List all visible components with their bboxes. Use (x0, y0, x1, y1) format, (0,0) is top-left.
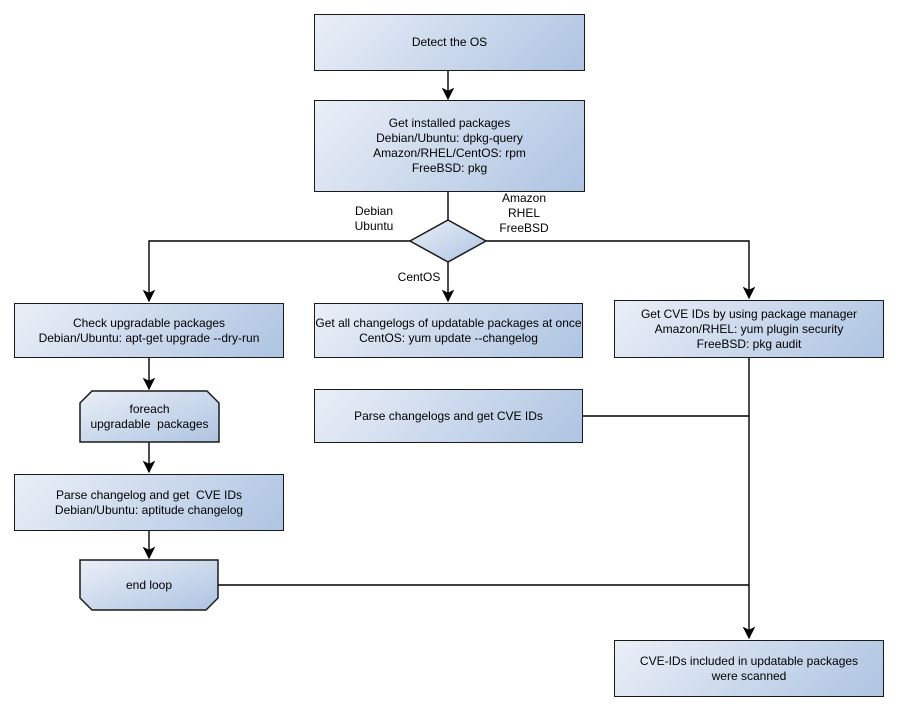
node-detect-os-label: Detect the OS (411, 35, 488, 49)
edge-decision-to-get-cve-ids (486, 240, 756, 300)
node-get-installed-packages-label: Get installed packages Debian/Ubuntu: dp… (373, 116, 526, 175)
edge-label-centos: CentOS (397, 270, 441, 284)
node-foreach-loop-start-label: foreach upgradable packages (90, 401, 209, 431)
node-get-cve-ids-pkg-mgr: Get CVE IDs by using package manager Ama… (614, 300, 884, 358)
edge-label-debian-ubuntu: Debian Ubuntu (354, 204, 394, 233)
foreach-loop-start-shape (79, 390, 220, 443)
node-check-upgradable-label: Check upgradable packages Debian/Ubuntu:… (38, 315, 260, 345)
node-parse-changelogs-label: Parse changelogs and get CVE IDs (354, 408, 543, 423)
node-scan-result-label: CVE-IDs included in updatable packages w… (639, 653, 859, 683)
edge-label-amazon-rhel-freebsd: Amazon RHEL FreeBSD (499, 191, 549, 235)
node-detect-os: Detect the OS (314, 14, 585, 71)
node-end-loop-label: end loop (125, 577, 173, 592)
node-parse-changelog: Parse changelog and get CVE IDs Debian/U… (14, 474, 284, 531)
end-loop-shape (79, 559, 219, 611)
node-check-upgradable: Check upgradable packages Debian/Ubuntu:… (14, 303, 284, 358)
node-get-all-changelogs-label: Get all changelogs of updatable packages… (315, 315, 582, 345)
node-foreach-loop-start: foreach upgradable packages (80, 391, 219, 442)
node-parse-changelogs: Parse changelogs and get CVE IDs (314, 389, 583, 443)
node-end-loop: end loop (80, 560, 218, 610)
node-scan-result: CVE-IDs included in updatable packages w… (614, 640, 884, 697)
node-get-all-changelogs: Get all changelogs of updatable packages… (314, 303, 583, 358)
decision-diamond (408, 219, 488, 263)
edge-decision-to-check-upgradable (142, 240, 410, 303)
node-get-installed-packages: Get installed packages Debian/Ubuntu: dp… (314, 100, 585, 192)
node-get-cve-ids-pkg-mgr-label: Get CVE IDs by using package manager Ama… (640, 306, 858, 351)
node-parse-changelog-label: Parse changelog and get CVE IDs Debian/U… (54, 487, 244, 517)
